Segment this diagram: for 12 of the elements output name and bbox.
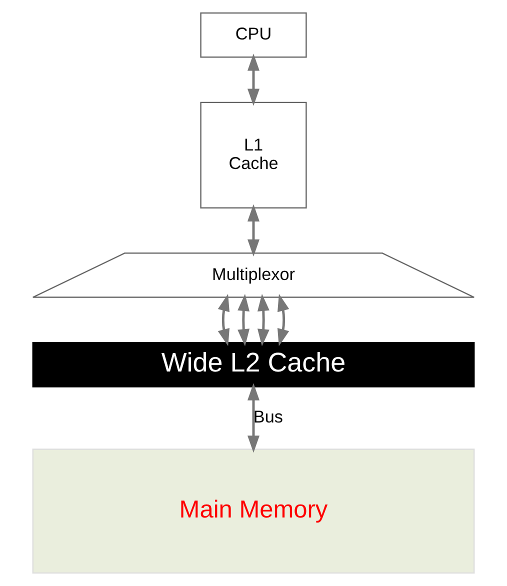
arrow: [277, 294, 290, 346]
edge-label: Bus: [253, 406, 283, 427]
arrow: [238, 294, 250, 346]
arrow: [247, 383, 260, 453]
arrow: [247, 54, 260, 106]
node-box: L1 Cache: [200, 102, 307, 208]
node-box: Main Memory: [32, 448, 475, 574]
arrow: [218, 294, 230, 346]
arrow: [257, 294, 270, 346]
node-box: CPU: [200, 12, 307, 58]
node-box: Wide L2 Cache: [32, 342, 475, 388]
arrow: [247, 204, 260, 257]
